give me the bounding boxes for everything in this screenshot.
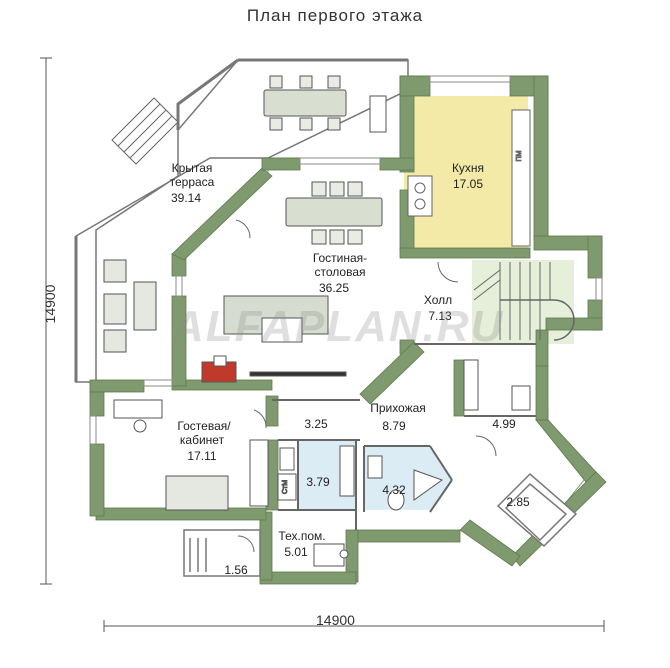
dishwasher-label: ПМ bbox=[516, 150, 523, 161]
interior-stairs bbox=[473, 262, 575, 341]
terrace-stairs bbox=[111, 97, 179, 165]
living-label-2: столовая bbox=[315, 265, 366, 279]
kitchen-counter: ПМ bbox=[407, 109, 531, 247]
terrace-label-1: Крытая bbox=[172, 161, 213, 175]
entry-label: Прихожая bbox=[370, 401, 426, 415]
kitchen-area bbox=[404, 96, 528, 250]
entry-area: 8.79 bbox=[382, 419, 406, 433]
living-sofa bbox=[223, 295, 347, 377]
tech-label: Тех.пом. bbox=[278, 529, 325, 543]
back-porch bbox=[183, 529, 261, 577]
living-label-1: Гостиная- bbox=[313, 251, 367, 265]
living-area: 36.25 bbox=[319, 281, 349, 295]
living-dining-set bbox=[285, 181, 383, 245]
terrace-area: 39.14 bbox=[171, 191, 201, 205]
tech-room-fixtures bbox=[313, 543, 349, 567]
hall-area: 7.13 bbox=[428, 309, 452, 323]
windows bbox=[89, 75, 603, 445]
guest-room-furniture bbox=[113, 399, 269, 511]
plan-title: План первого этажа bbox=[246, 6, 424, 25]
terrace-dining-set bbox=[263, 75, 387, 133]
partitions bbox=[272, 343, 536, 530]
bath2-area: 4.32 bbox=[382, 483, 406, 497]
guest-label-1: Гостевая/ bbox=[177, 419, 231, 433]
hall-label: Холл bbox=[424, 293, 452, 307]
closet-area: 3.25 bbox=[304, 417, 328, 431]
kitchen-area-text: 17.05 bbox=[453, 177, 483, 191]
fireplace bbox=[201, 355, 237, 383]
wardrobe-area: 4.99 bbox=[492, 417, 516, 431]
terrace-label-2: терраса bbox=[170, 175, 215, 189]
guest-area: 17.11 bbox=[187, 449, 216, 463]
height-dimension: 14900 bbox=[42, 284, 58, 324]
bath-fixtures: СтМ bbox=[277, 445, 444, 511]
porch-area: 2.85 bbox=[506, 495, 530, 509]
dimension-lines bbox=[40, 57, 605, 632]
tech-area: 5.01 bbox=[284, 545, 308, 559]
back-porch-area: 1.56 bbox=[224, 563, 248, 577]
door-swings bbox=[235, 219, 497, 553]
room-labels: Крытая терраса 39.14 Кухня 17.05 Гостина… bbox=[170, 161, 530, 577]
terrace-lounge bbox=[103, 259, 157, 353]
bathroom-2 bbox=[364, 446, 452, 510]
washer-label: СтМ bbox=[282, 480, 289, 494]
hall-wardrobe bbox=[463, 359, 531, 411]
bath1-area: 3.79 bbox=[306, 475, 330, 489]
entry-porch bbox=[496, 472, 578, 548]
stair-area bbox=[472, 260, 574, 344]
width-dimension: 14900 bbox=[316, 612, 355, 628]
guest-label-2: кабинет bbox=[180, 433, 225, 447]
kitchen-label: Кухня bbox=[452, 161, 484, 175]
